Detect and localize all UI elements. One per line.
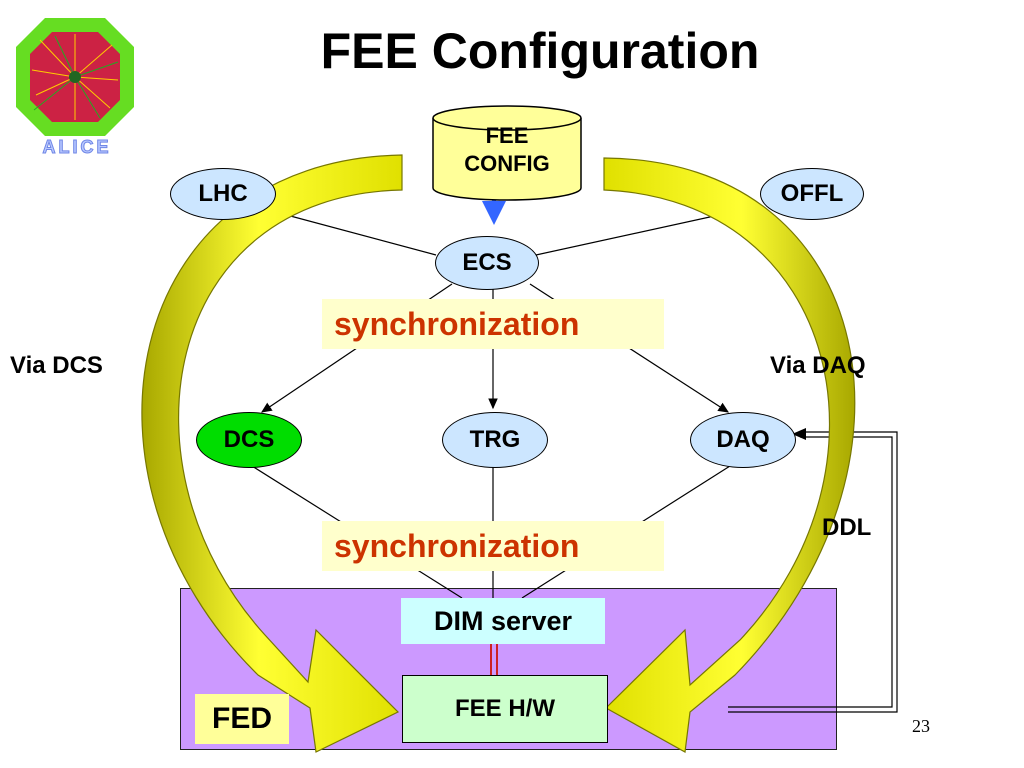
sync-label-bottom: synchronization: [322, 521, 664, 571]
via-dcs-curved-arrow: [141, 154, 403, 753]
alice-logo-text: ALICE: [42, 137, 112, 158]
fee-hw-box: FEE H/W: [402, 675, 608, 743]
page-title: FEE Configuration: [320, 23, 760, 79]
link-lhc-ecs: [267, 209, 437, 256]
node-ecs: ECS: [435, 236, 539, 290]
ddl-link-outer: [728, 431, 898, 713]
page-number: 23: [912, 716, 930, 736]
ddl-arrow-head: [792, 428, 806, 440]
sync-label-top: synchronization: [322, 299, 664, 349]
via-daq-curved-arrow: [603, 157, 856, 753]
dim-server-box: DIM server: [401, 598, 605, 644]
fee-config-line-2: CONFIG: [464, 151, 550, 176]
fee-config-database: [432, 105, 582, 201]
fed-label: FED: [195, 694, 289, 744]
ddl-label: DDL: [822, 514, 872, 541]
fee-config-line-1: FEE: [485, 123, 529, 148]
node-offl: OFFL: [760, 168, 864, 220]
node-dcs: DCS: [196, 412, 302, 468]
node-daq: DAQ: [690, 412, 796, 468]
node-lhc: LHC: [170, 168, 276, 220]
node-trg: TRG: [442, 412, 548, 468]
via-dcs-label: Via DCS: [10, 352, 103, 379]
alice-logo-icon: [16, 18, 134, 136]
fee-config-label: FEE CONFIG: [433, 122, 581, 178]
via-daq-label: Via DAQ: [770, 352, 866, 379]
